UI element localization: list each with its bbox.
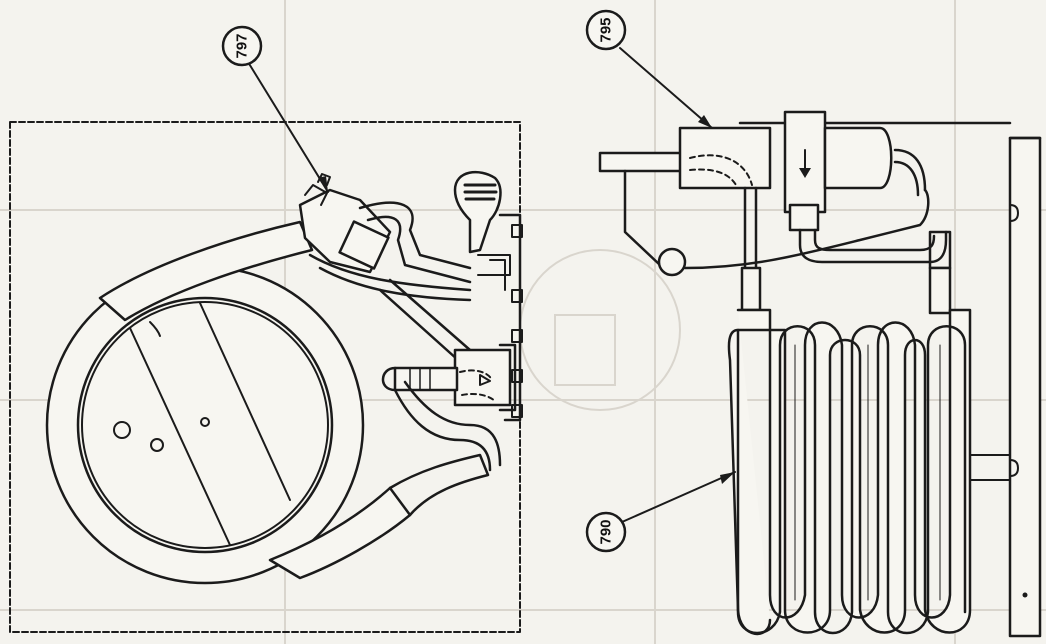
coil-790 xyxy=(727,308,972,636)
callout-label-795: 795 xyxy=(598,17,615,42)
side-frame-rail xyxy=(1008,136,1042,638)
upper-valve-assembly xyxy=(298,173,472,362)
valve-795 xyxy=(598,110,930,277)
disc-hole-1 xyxy=(113,421,131,439)
disc-hole-3 xyxy=(200,417,210,427)
callout-label-790: 790 xyxy=(598,519,615,544)
hose-upper-tail xyxy=(98,220,314,322)
callout-790: 790 xyxy=(585,471,736,553)
switch-handle xyxy=(453,170,511,276)
left-view xyxy=(9,121,523,633)
callout-797: 797 xyxy=(221,25,329,193)
lower-valve-assembly xyxy=(381,343,517,472)
right-view xyxy=(598,110,1042,638)
reel-disc xyxy=(81,301,329,549)
callout-label-797: 797 xyxy=(234,33,251,58)
callout-795: 795 xyxy=(585,9,713,129)
disc-hole-2 xyxy=(150,438,164,452)
